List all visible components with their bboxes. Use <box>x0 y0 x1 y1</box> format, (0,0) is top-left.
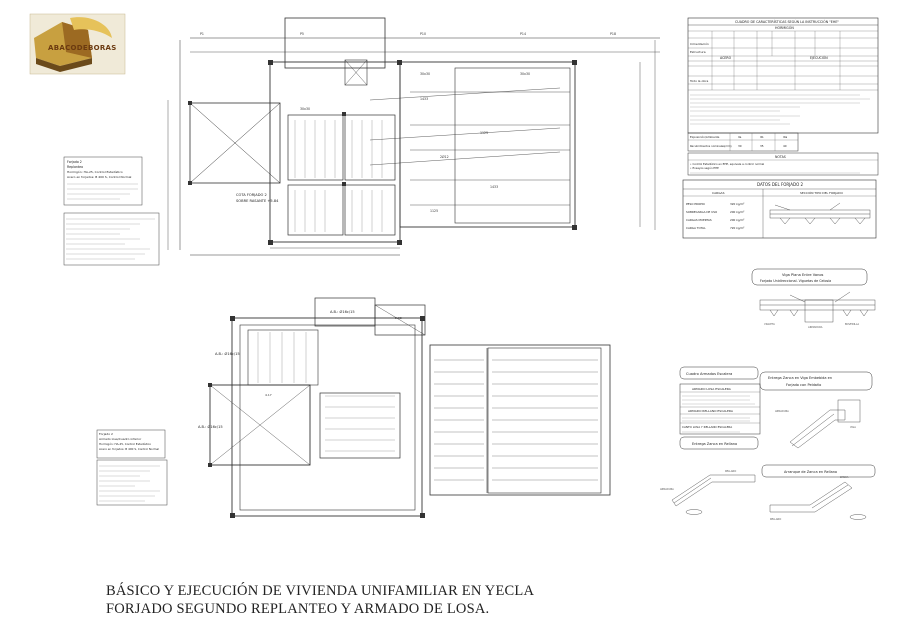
armado-losa-title: ARMADO LOSA ESCALERA <box>692 387 732 391</box>
spec-box-left-bottom <box>96 459 168 506</box>
ehe-row-3: Todo la obra <box>689 79 708 83</box>
svg-text:P18: P18 <box>610 32 616 36</box>
exp-val-2: 35 <box>760 144 764 148</box>
svg-text:2.98: 2.98 <box>395 316 402 320</box>
forjado-row-3-label: CARGAS MUERTAS <box>686 218 712 222</box>
detail-entrega-viga: Entrega Zanca en Viga Embebida en Forjad… <box>759 371 873 449</box>
forjado-row-2-label: SOBRECARGA DE USO <box>686 210 718 214</box>
svg-text:1433: 1433 <box>420 97 428 101</box>
svg-text:BOVEDILLA: BOVEDILLA <box>845 322 859 326</box>
plan-bottom-label-3: A.B.: Ø16c/15 <box>198 424 223 429</box>
note-bottom-3: Hormigón: HA-25, Control Estadístico <box>99 442 151 446</box>
svg-text:1125: 1125 <box>480 131 488 135</box>
exp-col-3: IIb <box>760 135 764 139</box>
svg-text:30x30: 30x30 <box>420 72 430 76</box>
sheet-caption: BÁSICO Y EJECUCIÓN DE VIVIENDA UNIFAMILI… <box>106 582 706 618</box>
exp-val-3: 40 <box>783 144 787 148</box>
plan-top-label-2: SOBRE RASANTE +5.84 <box>236 199 279 203</box>
caption-line-1: BÁSICO Y EJECUCIÓN DE VIVIENDA UNIFAMILI… <box>106 583 535 599</box>
stair-reinforcement-table: Cuadro Armados Escalera ARMADO LOSA ESCA… <box>679 366 761 435</box>
notas-title: NOTAS <box>775 155 786 159</box>
ehe-title: CUADRO DE CARACTERÍSTICAS SEGÚN LA INSTR… <box>735 19 839 24</box>
svg-text:VIGA: VIGA <box>850 426 856 429</box>
floor-plan-top: P1 P5 P10 P14 P18 1433 1125 2Ø12 1433 1125 30x… <box>167 17 660 256</box>
svg-text:1433: 1433 <box>490 185 498 189</box>
viga-title-1: Viga Plana Entre Vanos <box>782 273 824 277</box>
note-top-2: Replanteo <box>67 165 83 169</box>
svg-text:ARMADURA: ARMADURA <box>775 410 789 413</box>
svg-text:30x30: 30x30 <box>300 107 310 111</box>
floor-plan-bottom: 4.17 2.98 A.B.: Ø16c/15 A.B.: Ø16c/15 A.B… <box>198 297 611 518</box>
note-top-3: Hormigón: HA-25, Control Estadístico <box>67 170 123 174</box>
exp-val-1: 30 <box>738 144 742 148</box>
viga-title-2: Forjado Unidireccional. Viguetas de Celo… <box>760 279 831 283</box>
caption-line-2: FORJADO SEGUNDO REPLANTEO Y ARMADO DE LO… <box>106 601 490 617</box>
forjado-data-table: DATOS DEL FORJADO 2 CARGAS SECCIÓN TIPO … <box>682 179 877 239</box>
entrega-viga-title-2: Forjado con Peldaño <box>786 383 821 387</box>
svg-text:ARMADURA: ARMADURA <box>808 325 823 329</box>
forjado-row-3-value: 200 kg/m² <box>730 218 744 222</box>
svg-text:ZANCA: ZANCA <box>840 476 849 479</box>
svg-text:VIGUETA: VIGUETA <box>764 322 775 326</box>
exposure-table: Exposición/Ambiente IIa IIb IIIa Recubri… <box>687 132 799 152</box>
forjado-row-4-value: 720 kg/m² <box>730 226 744 230</box>
svg-text:1125: 1125 <box>430 209 438 213</box>
forjado-col-cargas: CARGAS <box>712 191 725 195</box>
note-bottom-2: Armado losa/Cuadro inferior <box>99 437 142 441</box>
ehe-characteristics-table: CUADRO DE CARACTERÍSTICAS SEGÚN LA INSTR… <box>687 17 879 134</box>
ehe-hormigon: HORMIGÓN <box>775 25 794 30</box>
ehe-acero: ACERO <box>720 56 732 60</box>
plan-top-label-1: COTA FORJADO 2 <box>236 193 267 197</box>
exp-col-1: Exposición/Ambiente <box>690 135 720 139</box>
company-logo <box>29 13 126 75</box>
detail-viga-plana: Viga Plana Entre Vanos Forjado Unidirecc… <box>751 268 876 329</box>
entrega-zanca-title: Entrega Zanca en Rellano <box>692 442 737 446</box>
exp-row-label: Recubrimientos nominales(mm) <box>690 144 732 148</box>
svg-text:4.17: 4.17 <box>265 393 272 397</box>
logo-text: ABACODEBORAS <box>48 44 117 52</box>
notes-box-bottom: Forjado 2 Armado losa/Cuadro inferior Ho… <box>96 429 166 459</box>
exp-col-4: IIIa <box>783 135 787 139</box>
detail-entrega-zanca: Entrega Zanca en Rellano ARMADURA RELLANO <box>660 436 759 515</box>
svg-text:ARMADURA: ARMADURA <box>660 488 674 491</box>
arranque-title: Arranque de Zanca en Rellano <box>784 470 837 474</box>
ehe-ejecucion: EJECUCIÓN <box>810 55 828 60</box>
note-bottom-1: Forjado 2 <box>99 432 113 436</box>
note-top-4: Acero en forjados: B 400 S, Control Norm… <box>67 175 132 179</box>
note-bottom-4: Acero en forjados: B 400 S, Control Norm… <box>99 447 159 451</box>
svg-text:RELLANO: RELLANO <box>770 518 781 521</box>
svg-text:2Ø12: 2Ø12 <box>440 154 449 159</box>
forjado-row-1-label: PESO PROPIO <box>686 202 706 206</box>
note-top-1: Forjado 2 <box>67 160 82 164</box>
plan-bottom-label-2: A.B.: Ø16c/15 <box>215 351 240 356</box>
svg-text:P10: P10 <box>420 32 426 36</box>
armado-rellano-title: ARMADO RELLANO ESCALERA <box>688 409 734 413</box>
detail-arranque-zanca: Arranque de Zanca en Rellano RELLANO ZANC… <box>761 464 876 521</box>
ehe-row-2: Estructura <box>690 50 706 54</box>
forjado-row-4-label: CARGA TOTAL <box>686 226 706 230</box>
ehe-row-1: Cimentación <box>690 42 709 46</box>
svg-text:RELLANO: RELLANO <box>725 470 736 473</box>
forjado-row-1-value: 320 kg/m² <box>730 202 744 206</box>
forjado-col-seccion: SECCIÓN TIPO DEL FORJADO <box>800 190 843 195</box>
spec-box-left <box>63 212 160 266</box>
forjado-row-2-value: 200 kg/m² <box>730 210 744 214</box>
notes-box-top: Forjado 2 Replanteo Hormigón: HA-25, Con… <box>63 156 143 206</box>
forjado-title: DATOS DEL FORJADO 2 <box>757 182 804 187</box>
entrega-viga-title-1: Entrega Zanca en Viga Embebida en <box>768 376 832 380</box>
canto-losa-title: CANTO LOSA Y RELLANO ESCALERA <box>682 425 732 429</box>
notas-line-1: • Control Estadístico en EHE, equivale a… <box>690 162 764 166</box>
plan-bottom-label-1: A.B.: Ø16c/15 <box>330 309 355 314</box>
svg-text:P1: P1 <box>200 32 204 36</box>
notas-line-2: • Ensayos según EHE <box>690 166 719 170</box>
exp-col-2: IIa <box>738 135 742 139</box>
svg-text:30x30: 30x30 <box>520 72 530 76</box>
svg-text:P14: P14 <box>520 32 526 36</box>
notes-table: NOTAS • Control Estadístico en EHE, equi… <box>687 152 879 176</box>
cuadro-escalera-title: Cuadro Armados Escalera <box>686 372 732 376</box>
svg-text:P5: P5 <box>300 32 304 36</box>
